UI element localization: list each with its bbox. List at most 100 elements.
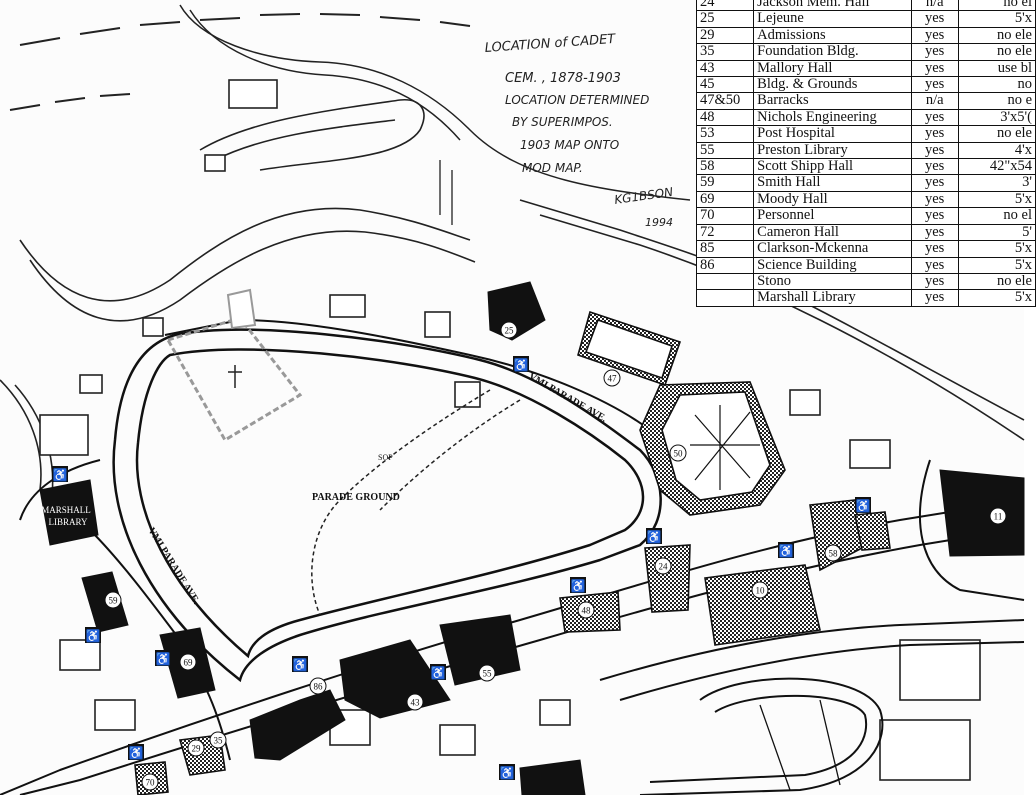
- legend-number: 29: [695, 26, 755, 45]
- wheelchair-icon: ♿: [128, 744, 144, 760]
- svg-text:♿: ♿: [571, 579, 586, 593]
- svg-text:♿: ♿: [779, 544, 794, 558]
- legend-number: 24: [695, 0, 755, 12]
- svg-text:1903 MAP ONTO: 1903 MAP ONTO: [520, 138, 619, 152]
- legend-number: 43: [695, 59, 755, 78]
- legend-accessible: yes: [910, 223, 959, 242]
- legend-building-name: Mallory Hall: [753, 59, 912, 78]
- svg-text:1994: 1994: [645, 216, 673, 229]
- parade-path-2: [379, 399, 521, 511]
- svg-text:LOCATION DETERMINED: LOCATION DETERMINED: [505, 93, 649, 107]
- legend-number: [695, 289, 755, 307]
- wheelchair-icon: ♿: [155, 650, 171, 666]
- cadet-cemetery: [165, 288, 303, 443]
- building-86-marker: 86: [309, 677, 327, 695]
- svg-text:35: 35: [214, 736, 224, 746]
- legend-accessible: yes: [910, 272, 959, 291]
- svg-text:11: 11: [994, 512, 1003, 522]
- svg-text:CEM. , 1878-1903: CEM. , 1878-1903: [505, 71, 621, 86]
- parade-ground-label: PARADE GROUND: [312, 492, 400, 503]
- wheelchair-icon: ♿: [855, 497, 871, 513]
- legend-accessible: n/a: [910, 92, 959, 110]
- legend-accessible: yes: [910, 289, 959, 307]
- legend-elevator: 5'x: [957, 10, 1036, 28]
- svg-text:59: 59: [109, 596, 119, 606]
- building-29-marker: 29: [187, 739, 205, 757]
- svg-text:♿: ♿: [514, 358, 529, 372]
- legend-building-name: Post Hospital: [753, 125, 912, 143]
- legend-number: 48: [695, 108, 755, 127]
- wheelchair-icon: ♿: [570, 577, 586, 593]
- outline-buildings: [39, 79, 981, 781]
- building-35-marker: 35: [209, 731, 227, 749]
- building-69-marker: 69: [179, 653, 197, 671]
- legend-elevator: no el: [957, 0, 1036, 12]
- parade-road: [112, 328, 662, 683]
- legend-elevator: 5'x: [957, 240, 1036, 258]
- legend-number: 53: [695, 125, 755, 143]
- legend-number: 72: [695, 223, 755, 242]
- svg-text:♿: ♿: [500, 766, 515, 780]
- svg-text:55: 55: [483, 669, 493, 679]
- building-48-marker: 48: [577, 601, 595, 619]
- legend-elevator: no ele: [957, 272, 1036, 291]
- wheelchair-icon: ♿: [646, 528, 662, 544]
- handwritten-note: LOCATION of CADET CEM. , 1878-1903 LOCAT…: [484, 32, 674, 229]
- legend-accessible: yes: [910, 240, 959, 258]
- legend-accessible: yes: [910, 158, 959, 176]
- svg-text:♿: ♿: [431, 666, 446, 680]
- building-25-marker: 25: [500, 321, 518, 339]
- legend-building-name: Marshall Library: [753, 289, 912, 307]
- legend-building-name: Personnel: [753, 207, 912, 225]
- legend-accessible: yes: [910, 256, 959, 274]
- legend-number: 47&50: [695, 92, 755, 110]
- legend-accessible: yes: [910, 125, 959, 143]
- legend-elevator: no ele: [957, 26, 1036, 45]
- svg-text:48: 48: [582, 606, 592, 616]
- legend-building-name: Stono: [753, 272, 912, 291]
- svg-text:♿: ♿: [647, 530, 662, 544]
- wheelchair-icon: ♿: [430, 664, 446, 680]
- legend-building-name: Nichols Engineering: [753, 108, 912, 127]
- legend-accessible: n/a: [910, 0, 959, 12]
- svg-text:♿: ♿: [856, 499, 871, 513]
- legend-accessible: yes: [910, 108, 959, 127]
- boundary-lines: [9, 4, 691, 201]
- legend-accessible: yes: [910, 43, 959, 61]
- legend-building-name: Scott Shipp Hall: [753, 158, 912, 176]
- legend-building-name: Admissions: [753, 26, 912, 45]
- legend-number: 45: [695, 76, 755, 94]
- legend-number: 59: [695, 174, 755, 192]
- building-10-marker: 10: [751, 581, 769, 599]
- svg-text:58: 58: [829, 549, 839, 559]
- legend-building-name: Cameron Hall: [753, 223, 912, 242]
- marshall-library-label: MARSHALL: [41, 505, 91, 515]
- legend-number: 25: [695, 10, 755, 28]
- legend-elevator: no ele: [957, 125, 1036, 143]
- legend-accessible: yes: [910, 59, 959, 78]
- legend-number: [695, 272, 755, 291]
- barracks-47-50: [577, 310, 786, 516]
- legend-building-name: Barracks: [753, 92, 912, 110]
- legend-accessible: yes: [910, 76, 959, 94]
- legend-accessible: yes: [910, 26, 959, 45]
- legend-building-name: Foundation Bldg.: [753, 43, 912, 61]
- svg-text:25: 25: [505, 326, 515, 336]
- wheelchair-icons: ♿ ♿ ♿ ♿ ♿ ♿ ♿ ♿ ♿ ♿ ♿ ♿: [52, 356, 871, 780]
- legend-accessible: yes: [910, 174, 959, 192]
- building-24-marker: 24: [654, 557, 672, 575]
- svg-text:10: 10: [756, 586, 766, 596]
- building-58-marker: 58: [824, 544, 842, 562]
- building-70-marker: 70: [141, 773, 159, 791]
- legend-elevator: 5'x: [957, 289, 1036, 307]
- building-47-marker: 47: [603, 369, 621, 387]
- legend-accessible: yes: [910, 10, 959, 28]
